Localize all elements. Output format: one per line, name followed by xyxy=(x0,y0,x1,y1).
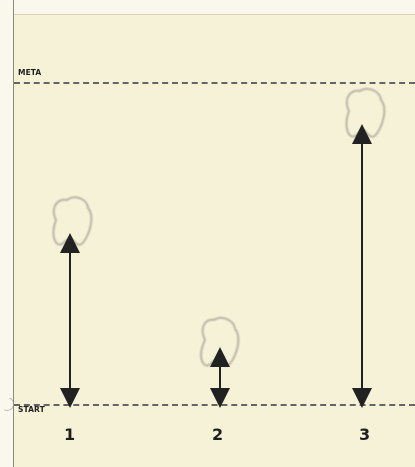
start-label: START xyxy=(18,405,45,414)
footprint-3 xyxy=(345,87,386,138)
top-frame-line xyxy=(14,14,415,15)
footprint-icon xyxy=(345,87,386,138)
lane-label-1: 1 xyxy=(64,425,76,444)
footprint-1 xyxy=(52,196,93,246)
meta-label: META xyxy=(18,68,42,77)
top-frame xyxy=(0,0,415,14)
footprint-icon xyxy=(52,196,93,246)
lane-label-2: 2 xyxy=(212,425,224,444)
lane-label-3: 3 xyxy=(359,425,371,444)
left-frame xyxy=(0,0,14,467)
meta-dashed-line xyxy=(14,82,415,84)
